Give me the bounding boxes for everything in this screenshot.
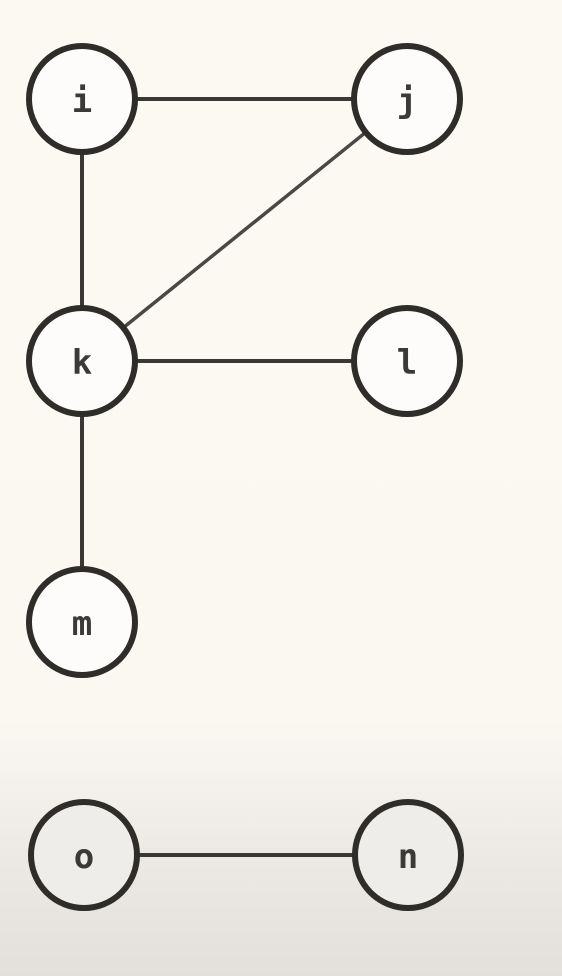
node-j: j xyxy=(351,43,463,155)
node-k: k xyxy=(26,305,138,417)
node-n: n xyxy=(352,799,464,911)
edge-j-k xyxy=(121,130,368,330)
node-o: o xyxy=(28,799,140,911)
node-circle-o xyxy=(28,799,140,911)
node-label-l: l xyxy=(397,343,417,383)
node-label-i: i xyxy=(72,81,92,121)
node-circle-m xyxy=(26,566,138,678)
node-label-j: j xyxy=(397,81,417,121)
node-l: l xyxy=(351,305,463,417)
node-label-m: m xyxy=(72,604,92,644)
node-i: i xyxy=(26,43,138,155)
node-m: m xyxy=(26,566,138,678)
node-label-o: o xyxy=(74,837,94,877)
node-circle-l xyxy=(351,305,463,417)
node-label-n: n xyxy=(398,837,418,877)
node-layer: i j k l m o n xyxy=(26,43,464,911)
node-circle-k xyxy=(26,305,138,417)
node-label-k: k xyxy=(72,343,92,383)
node-circle-j xyxy=(351,43,463,155)
node-circle-n xyxy=(352,799,464,911)
edge-layer xyxy=(80,97,368,857)
node-circle-i xyxy=(26,43,138,155)
